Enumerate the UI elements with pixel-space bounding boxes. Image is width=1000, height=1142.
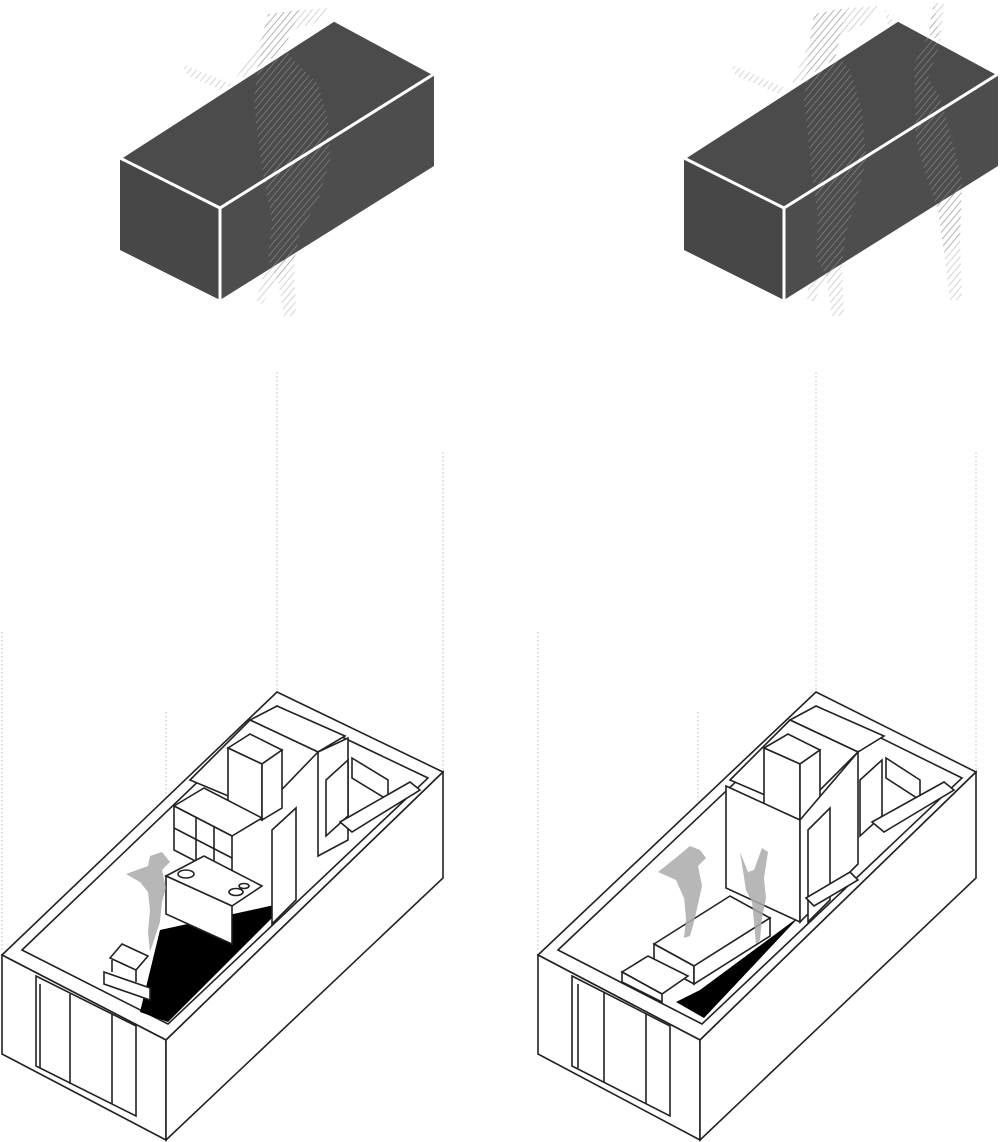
volume-edge-top — [119, 18, 437, 210]
ottoman-front — [621, 970, 663, 1004]
unit-left — [0, 8, 445, 1142]
sink — [177, 869, 195, 879]
bed-side — [693, 916, 771, 986]
volume-right — [683, 2, 1000, 300]
room-side-wall — [699, 770, 977, 1142]
floor-black — [140, 902, 288, 1022]
unit-right — [536, 2, 1000, 1142]
volume-edge-top — [683, 18, 1000, 210]
volume-front-face — [120, 158, 220, 300]
volume-front-face — [684, 158, 784, 300]
guides-left — [1, 372, 444, 950]
cooktop-burner — [228, 887, 244, 897]
glazing-frame — [35, 974, 137, 1118]
room-left — [0, 691, 445, 1142]
core-side — [261, 748, 283, 822]
shelf — [804, 870, 860, 908]
counter-front — [165, 874, 233, 946]
ghost-figure-overlay — [254, 10, 330, 280]
person-figure — [658, 846, 706, 938]
floor-black — [676, 916, 800, 1018]
bench — [103, 970, 151, 1002]
cabinet-divider — [173, 827, 233, 859]
door-bath — [325, 758, 349, 838]
cooktop-burner — [238, 882, 250, 890]
bath-counter — [338, 781, 422, 833]
ghost-figure-overlay — [804, 8, 866, 276]
ghost-figure-overlay — [914, 2, 962, 252]
table-top — [108, 943, 150, 971]
door-left — [271, 806, 297, 926]
guides-right — [537, 372, 977, 950]
person-figure — [740, 848, 768, 944]
person-figure — [126, 852, 170, 952]
room-side-wall — [165, 770, 444, 1142]
volume-left — [119, 10, 437, 300]
bath-counter — [870, 781, 956, 833]
